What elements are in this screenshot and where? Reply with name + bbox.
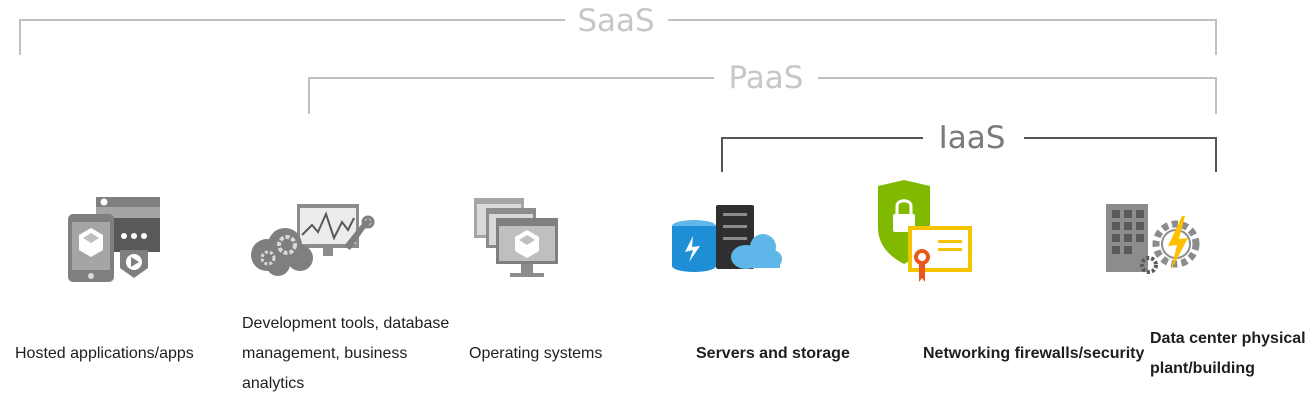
- datacenter-icon: [1106, 204, 1200, 274]
- operating-systems-icon: [474, 198, 558, 277]
- caption-hosted-apps: Hosted applications/apps: [15, 345, 194, 362]
- hosted-apps-icon: [68, 197, 160, 282]
- saas-label: SaaS: [577, 3, 654, 39]
- caption-development-tools: Development tools, database management, …: [242, 315, 450, 392]
- caption-operating-systems: Operating systems: [469, 345, 603, 362]
- caption-servers-storage: Servers and storage: [696, 345, 850, 362]
- caption-networking-security: Networking firewalls/security: [923, 345, 1145, 362]
- networking-security-icon: [878, 180, 972, 282]
- iaas-label: IaaS: [939, 120, 1006, 156]
- saas-bracket: SaaS: [19, 3, 1217, 55]
- development-tools-icon: [251, 204, 375, 276]
- caption-datacenter: Data center physical plant/building: [1150, 330, 1306, 377]
- paas-label: PaaS: [729, 60, 804, 96]
- servers-storage-icon: [672, 205, 782, 272]
- paas-bracket: PaaS: [308, 60, 1217, 114]
- iaas-bracket: IaaS: [721, 120, 1217, 172]
